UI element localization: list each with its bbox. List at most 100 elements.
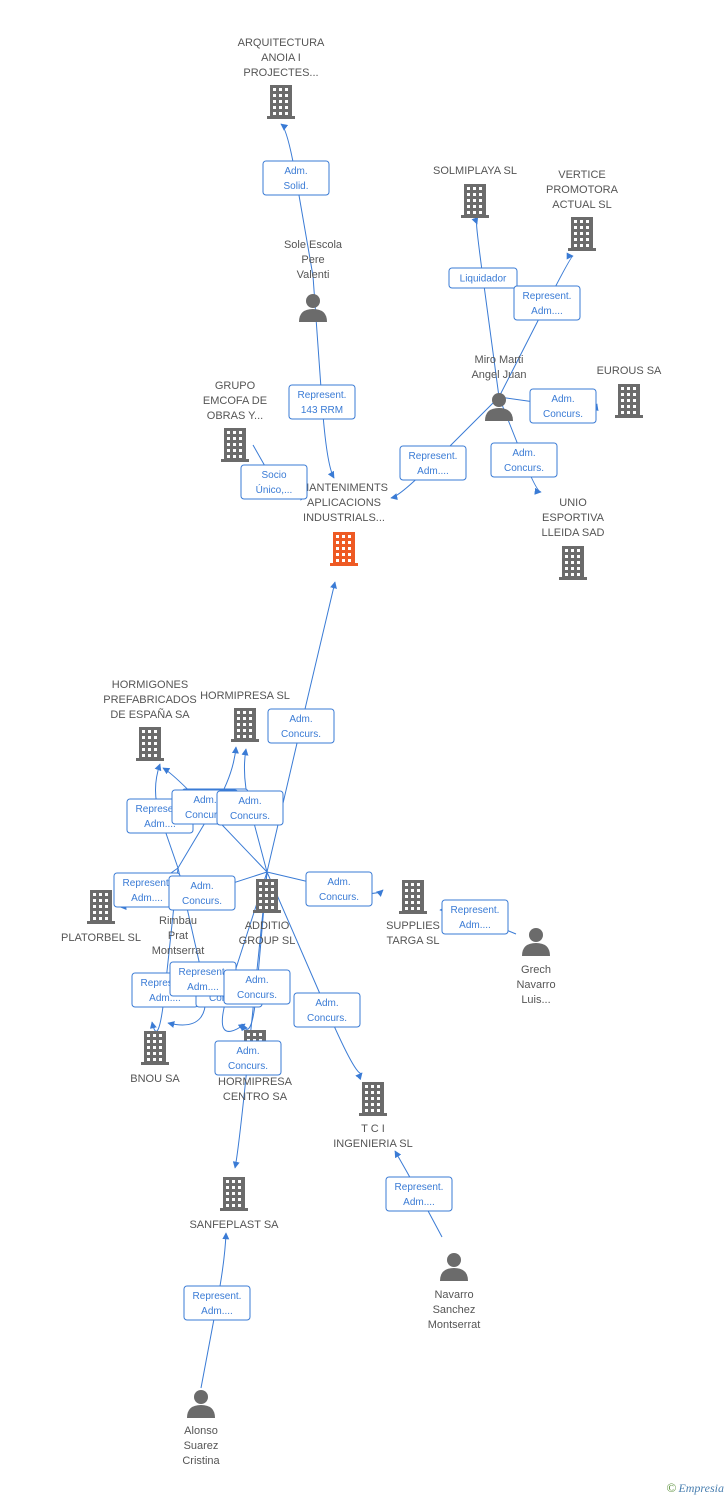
edge-label-sole-to-main[interactable]: Represent.143 RRM bbox=[288, 384, 356, 420]
edge-label-text: Adm. bbox=[236, 1046, 259, 1057]
node-label: INGENIERIA SL bbox=[333, 1138, 412, 1150]
edge-label-box bbox=[448, 267, 518, 289]
edge-label-sole-to-arquitectura[interactable]: Adm.Solid. bbox=[262, 160, 330, 196]
node-label: LLEIDA SAD bbox=[542, 527, 605, 539]
node-label: Luis... bbox=[521, 994, 550, 1006]
building-icon bbox=[359, 1082, 387, 1116]
edge-label-miro-to-unio[interactable]: Adm.Concurs. bbox=[490, 442, 558, 478]
node-label: PROMOTORA bbox=[546, 184, 619, 196]
edge-label-box bbox=[223, 969, 291, 1005]
node-solmiplaya[interactable]: SOLMIPLAYA SL bbox=[433, 165, 517, 218]
edge-label-grupo-to-main[interactable]: SocioÚnico,... bbox=[240, 464, 308, 500]
edge-label-alonso-to-sanfeplast[interactable]: Represent.Adm.... bbox=[183, 1285, 251, 1321]
node-grech[interactable]: GrechNavarroLuis... bbox=[516, 928, 556, 1006]
building-icon bbox=[231, 708, 259, 742]
node-label: SOLMIPLAYA SL bbox=[433, 165, 517, 177]
edge-label-text: Concurs. bbox=[182, 896, 222, 907]
node-label: EUROUS SA bbox=[597, 365, 662, 377]
building-icon bbox=[87, 890, 115, 924]
building-icon bbox=[399, 880, 427, 914]
building-icon bbox=[136, 727, 164, 761]
edge-label-additio-to-hormipresa_centro[interactable]: Adm.Concurs. bbox=[223, 969, 291, 1005]
edge-label-grech-to-supplies[interactable]: Represent.Adm.... bbox=[441, 899, 509, 935]
node-label: Cristina bbox=[182, 1455, 220, 1467]
node-label: INDUSTRIALS... bbox=[303, 512, 385, 524]
node-platorbel[interactable]: PLATORBEL SL bbox=[61, 890, 141, 944]
edge-label-miro-to-eurous[interactable]: Adm.Concurs. bbox=[529, 388, 597, 424]
brand-watermark: ©Empresia bbox=[667, 1480, 724, 1496]
edge-label-miro-to-solmiplaya[interactable]: Liquidador bbox=[448, 267, 518, 289]
building-icon bbox=[220, 1177, 248, 1211]
edge-label-text: Adm.... bbox=[149, 993, 181, 1004]
building-icon bbox=[568, 217, 596, 251]
copyright-symbol: © bbox=[666, 1480, 677, 1495]
edge-label-text: Concurs. bbox=[281, 729, 321, 740]
edge-label-text: Adm. bbox=[551, 394, 574, 405]
node-supplies[interactable]: SUPPLIES TARGA SL bbox=[386, 880, 440, 947]
node-main[interactable]: MANTENIMENTSAPLICACIONSINDUSTRIALS... bbox=[300, 482, 388, 566]
edge-label-rimbau-to-hormipresa_centro[interactable]: Represent.Adm.... bbox=[169, 961, 237, 997]
node-sanfeplast[interactable]: SANFEPLAST SA bbox=[189, 1177, 279, 1231]
node-label: UNIO bbox=[559, 497, 587, 509]
node-label: HORMIPRESA SL bbox=[200, 690, 290, 702]
node-label: HORMIGONES bbox=[112, 679, 188, 691]
node-label: TARGA SL bbox=[387, 935, 440, 947]
node-label: Valenti bbox=[297, 269, 330, 281]
building-icon bbox=[559, 546, 587, 580]
edge-label-text: Concurs. bbox=[230, 811, 270, 822]
node-label: SUPPLIES bbox=[386, 920, 440, 932]
edge-label-additio-to-hormipresa[interactable]: Adm.Concurs. bbox=[216, 790, 284, 826]
edge-label-navarro-to-tci[interactable]: Represent.Adm.... bbox=[385, 1176, 453, 1212]
node-label: Montserrat bbox=[428, 1319, 481, 1331]
node-label: GROUP SL bbox=[239, 935, 296, 947]
node-label: Prat bbox=[168, 930, 188, 942]
node-label: ANOIA I bbox=[261, 52, 301, 64]
edge-label-additio-to-platorbel[interactable]: Adm.Concurs. bbox=[168, 875, 236, 911]
node-label: Navarro bbox=[516, 979, 555, 991]
edge-label-additio-to-tci[interactable]: Adm.Concurs. bbox=[293, 992, 361, 1028]
edge-label-box bbox=[240, 464, 308, 500]
person-icon bbox=[485, 393, 513, 421]
edge-label-rimbau-to-platorbel[interactable]: Represent.Adm.... bbox=[113, 872, 181, 908]
person-icon bbox=[522, 928, 550, 956]
edge-label-text: Adm.... bbox=[144, 819, 176, 830]
node-label: GRUPO bbox=[215, 380, 256, 392]
edge-label-text: Adm. bbox=[327, 877, 350, 888]
edge-label-additio-to-sanfeplast[interactable]: Adm.Concurs. bbox=[214, 1040, 282, 1076]
edge-label-miro-to-vertice[interactable]: Represent.Adm.... bbox=[513, 285, 581, 321]
building-icon bbox=[221, 428, 249, 462]
person-icon bbox=[440, 1253, 468, 1281]
edge-label-text: Concurs. bbox=[504, 463, 544, 474]
node-label: BNOU SA bbox=[130, 1073, 180, 1085]
node-hormipresa[interactable]: HORMIPRESA SL bbox=[200, 690, 290, 742]
edge-label-miro-to-main[interactable]: Represent.Adm.... bbox=[399, 445, 467, 481]
building-icon bbox=[141, 1031, 169, 1065]
edge-label-additio-to-main[interactable]: Adm.Concurs. bbox=[267, 708, 335, 744]
node-bnou[interactable]: BNOU SA bbox=[130, 1031, 180, 1085]
node-label: ACTUAL SL bbox=[552, 199, 612, 211]
edge-label-box bbox=[168, 875, 236, 911]
edge-label-text: Represent. bbox=[141, 978, 190, 989]
node-eurous[interactable]: EUROUS SA bbox=[597, 365, 662, 418]
node-label: Grech bbox=[521, 964, 551, 976]
edge-label-text: Adm.... bbox=[403, 1197, 435, 1208]
edge-label-box bbox=[214, 1040, 282, 1076]
edge-label-box bbox=[183, 1285, 251, 1321]
edge-label-additio-to-supplies[interactable]: Adm.Concurs. bbox=[305, 871, 373, 907]
edge-label-text: Represent. bbox=[298, 390, 347, 401]
node-label: Miro Marti bbox=[475, 354, 524, 366]
edge-label-text: Adm.... bbox=[201, 1306, 233, 1317]
node-label: Navarro bbox=[434, 1289, 473, 1301]
